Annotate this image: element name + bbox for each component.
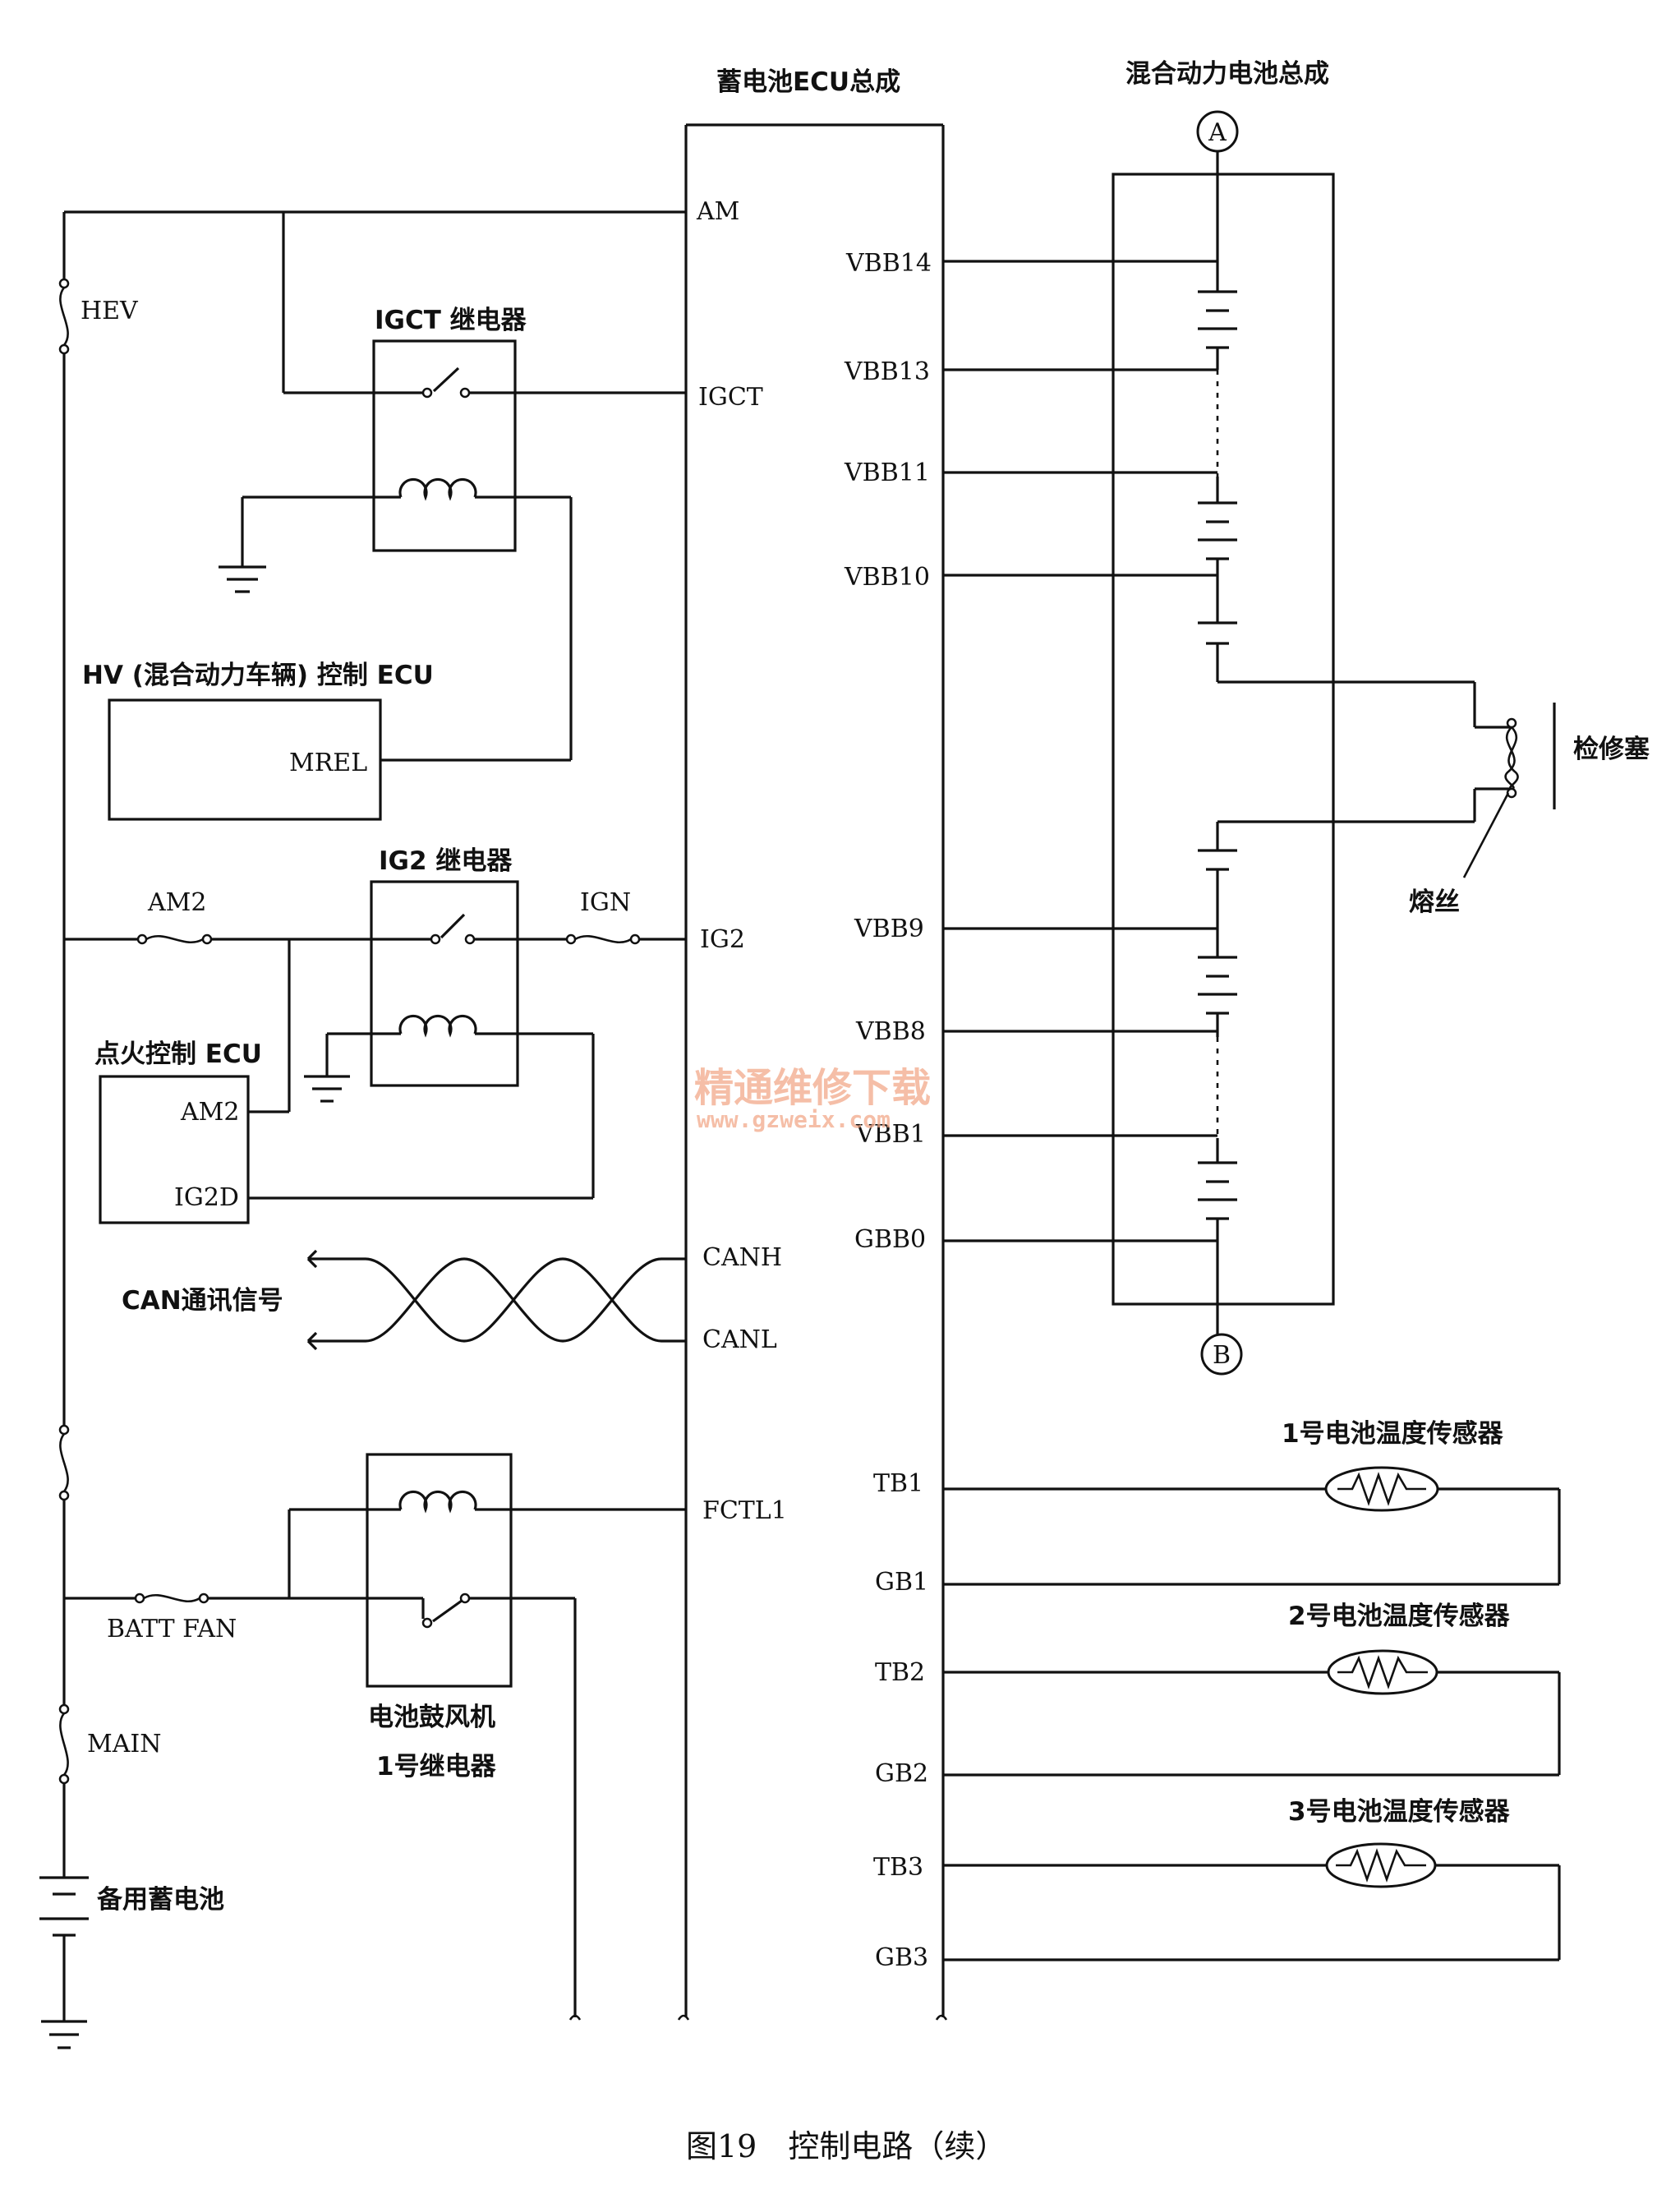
ig2-relay: IG2 继电器 <box>325 846 595 1198</box>
temp-sensor-1: 1号电池温度传感器 <box>943 1419 1561 1586</box>
batt-fan-fuse-label: BATT FAN <box>107 1615 237 1643</box>
temp-sensor-2: 2号电池温度传感器 <box>943 1602 1561 1777</box>
pin-am: AM <box>696 197 739 226</box>
connector-b: B <box>1213 1341 1231 1370</box>
igct-relay: IGCT 继电器 <box>241 306 573 760</box>
watermark: 精通维修下载 www.gzweix.com <box>694 1065 931 1133</box>
pin-gb3: GB3 <box>875 1943 928 1972</box>
can-signal-label: CAN通讯信号 <box>122 1286 283 1316</box>
battery-ecu-assembly: 蓄电池ECU总成 AM IGCT IG2 CANH CANL FCTL1 VBB… <box>684 67 945 2017</box>
pin-vbb14: VBB14 <box>845 249 932 278</box>
fuse-label: 熔丝 <box>1409 887 1460 917</box>
hv-ecu-title: HV (混合动力车辆) 控制 ECU <box>82 661 434 690</box>
hybrid-battery-assembly: 混合动力电池总成 A B 检修塞 熔丝 <box>1112 59 1650 1376</box>
pin-gb2: GB2 <box>875 1759 928 1788</box>
hv-ecu-pin-mrel: MREL <box>289 749 367 777</box>
hev-fuse: HEV <box>58 278 139 355</box>
ignition-ecu-pin-am2: AM2 <box>180 1098 239 1127</box>
pin-gb1: GB1 <box>875 1568 928 1597</box>
temp-sensor-3-label: 3号电池温度传感器 <box>1288 1797 1511 1827</box>
watermark-url: www.gzweix.com <box>697 1106 891 1133</box>
ig2-ground <box>304 1075 350 1103</box>
upper-fuse <box>58 1424 70 1501</box>
backup-battery-label: 备用蓄电池 <box>96 1885 224 1915</box>
pin-canl: CANL <box>702 1325 777 1354</box>
ig2-relay-label: IG2 继电器 <box>379 846 513 876</box>
ign-fuse-label: IGN <box>580 888 631 917</box>
pin-tb2: TB2 <box>875 1658 925 1687</box>
pin-tb1: TB1 <box>873 1469 923 1498</box>
igct-ground <box>219 565 266 593</box>
am-line <box>64 210 686 399</box>
ignition-ecu-title: 点火控制 ECU <box>94 1039 262 1069</box>
pin-vbb8: VBB8 <box>855 1017 926 1046</box>
wire-breaks <box>568 2014 948 2021</box>
ignition-control-ecu: 点火控制 ECU AM2 IG2D <box>94 939 593 1224</box>
main-fuse-label: MAIN <box>87 1730 161 1758</box>
ig2-line: AM2 IGN <box>64 888 686 945</box>
am2-fuse-label: AM2 <box>147 888 206 917</box>
backup-battery: 备用蓄电池 <box>39 1876 224 1937</box>
pin-ig2: IG2 <box>700 925 745 954</box>
pin-vbb1: VBB1 <box>855 1120 926 1149</box>
temp-sensor-1-label: 1号电池温度传感器 <box>1282 1419 1504 1449</box>
hev-fuse-label: HEV <box>81 297 139 325</box>
pin-canh: CANH <box>702 1243 782 1272</box>
hv-control-ecu: HV (混合动力车辆) 控制 ECU MREL <box>82 661 571 821</box>
connector-a: A <box>1208 118 1227 147</box>
fan-relay-label-1: 电池鼓风机 <box>368 1703 495 1732</box>
pin-vbb9: VBB9 <box>854 915 924 943</box>
hybrid-battery-title: 混合动力电池总成 <box>1125 59 1329 89</box>
pin-tb3: TB3 <box>873 1853 923 1882</box>
pin-gbb0: GBB0 <box>854 1225 926 1254</box>
watermark-text: 精通维修下载 <box>694 1065 931 1111</box>
pin-vbb13: VBB13 <box>844 357 930 386</box>
ignition-ecu-pin-ig2d: IG2D <box>174 1183 239 1212</box>
cell-voltage-taps <box>943 260 1217 1242</box>
temp-sensor-2-label: 2号电池温度传感器 <box>1288 1602 1511 1631</box>
fan-relay-label-2: 1号继电器 <box>376 1752 497 1781</box>
batt-fan-line: BATT FAN <box>64 1508 423 1643</box>
battery-ecu-title: 蓄电池ECU总成 <box>716 67 900 97</box>
pin-fctl1: FCTL1 <box>702 1496 787 1525</box>
temp-sensor-3: 3号电池温度传感器 <box>943 1797 1561 1961</box>
ground-symbol <box>41 2020 87 2049</box>
battery-fan-relay: 电池鼓风机 1号继电器 <box>366 1453 686 2017</box>
pin-igct: IGCT <box>698 383 763 412</box>
pin-vbb11: VBB11 <box>844 459 930 487</box>
pin-vbb10: VBB10 <box>844 563 930 592</box>
service-plug-label: 检修塞 <box>1573 735 1650 764</box>
igct-relay-label: IGCT 继电器 <box>375 306 527 335</box>
main-fuse: MAIN <box>58 1703 161 1785</box>
figure-caption: 图19 控制电路（续） <box>686 2128 1006 2164</box>
can-bus: CAN通讯信号 <box>122 1249 686 1351</box>
